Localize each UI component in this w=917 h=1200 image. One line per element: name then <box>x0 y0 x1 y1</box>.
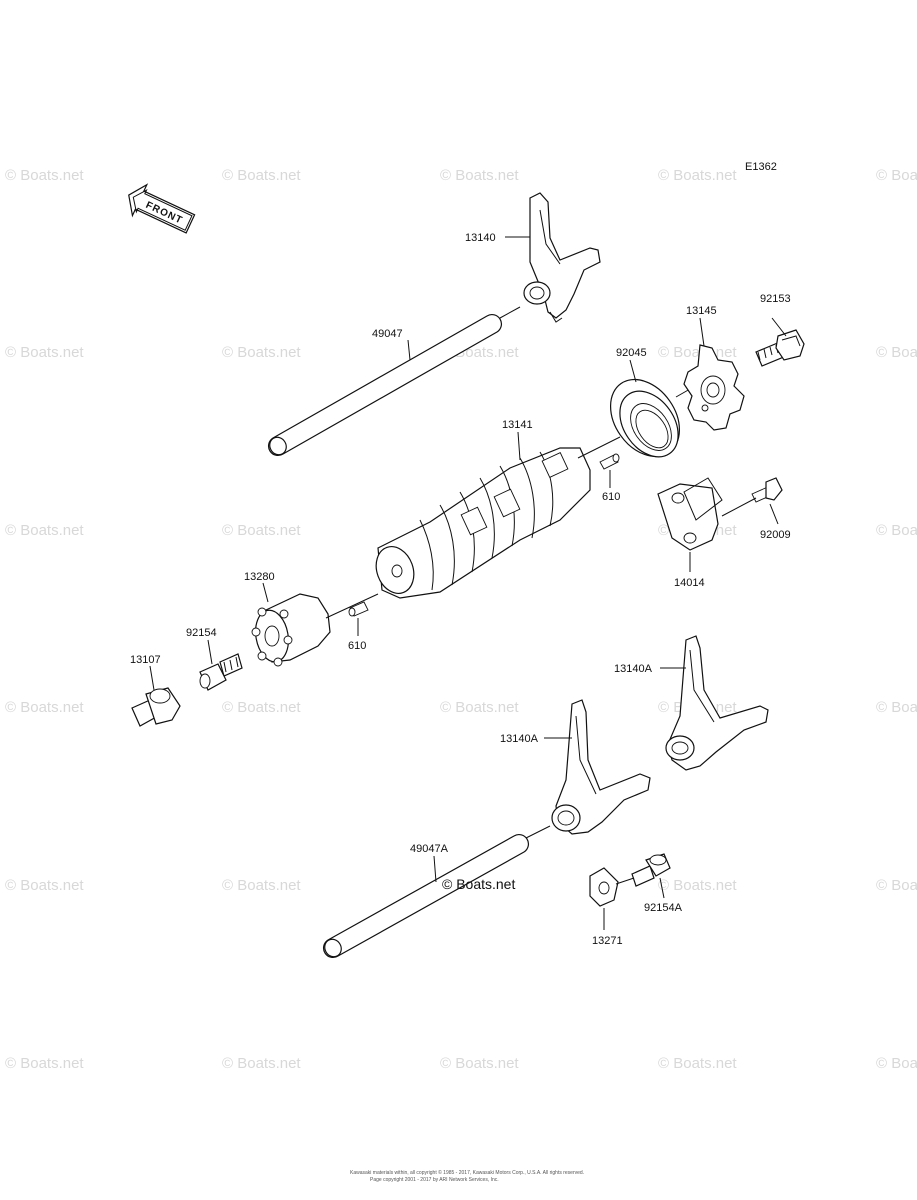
watermark: © Boats.net <box>5 877 84 894</box>
shift-fork-13140A-right <box>665 635 769 771</box>
watermark: © Boats.net <box>222 1055 301 1072</box>
part-label-610-b: 610 <box>348 640 366 652</box>
screw-92009 <box>751 477 783 503</box>
watermark: © Boats.net <box>658 877 737 894</box>
leader-line <box>683 477 723 521</box>
footer-copyright: Page copyright 2001 - 2017 by ARI Networ… <box>370 1177 499 1183</box>
part-label-92154: 92154 <box>186 627 217 639</box>
leader-line <box>433 855 437 883</box>
leader-line <box>699 317 705 347</box>
leader-line <box>721 497 757 517</box>
shift-rod-49047 <box>267 313 503 457</box>
part-label-13271: 13271 <box>592 935 623 947</box>
leader-line <box>615 877 635 885</box>
part-label-14014: 14014 <box>674 577 705 589</box>
watermark: © Boats.net <box>658 167 737 184</box>
part-label-610-a: 610 <box>602 491 620 503</box>
watermark: © Boats.net <box>440 167 519 184</box>
front-arrow-icon: FRONT <box>128 183 196 234</box>
dowel-pin-610-a <box>599 453 620 470</box>
shift-fork-13140A-left <box>551 699 651 835</box>
shift-cam-13145 <box>683 344 745 431</box>
part-label-49047A: 49047A <box>410 843 449 855</box>
part-label-13145: 13145 <box>686 305 717 317</box>
watermark: © Boats.net <box>658 344 737 361</box>
diagram-code: E1362 <box>745 161 777 173</box>
leader-line <box>517 431 521 461</box>
watermark: © Boats.net <box>5 1055 84 1072</box>
bearing-92045 <box>609 378 681 458</box>
leader-line <box>771 317 787 337</box>
part-label-92009: 92009 <box>760 529 791 541</box>
watermark: © Boats.net <box>658 1055 737 1072</box>
watermark: © Boats.net <box>222 699 301 716</box>
watermark: © Boats.net <box>876 522 917 539</box>
watermark: © Boats.net <box>876 1055 917 1072</box>
leader-line <box>407 339 411 361</box>
dowel-pin-610-b <box>348 601 369 617</box>
leader-line <box>499 306 521 319</box>
watermark: © Boats.net <box>222 522 301 539</box>
plate-14014 <box>657 483 719 551</box>
leader-line <box>325 593 379 619</box>
watermark: © Boats.net <box>222 877 301 894</box>
part-label-13140: 13140 <box>465 232 496 244</box>
drum-gear-13280 <box>251 593 331 667</box>
shift-rod-49047A <box>322 833 530 959</box>
part-label-13141: 13141 <box>502 419 533 431</box>
part-label-92154A: 92154A <box>644 902 683 914</box>
part-label-13280: 13280 <box>244 571 275 583</box>
watermark: © Boats.net <box>5 522 84 539</box>
watermark: © Boats.net <box>440 699 519 716</box>
footer-copyright: Kawasaki materials within, all copyright… <box>350 1169 584 1176</box>
watermark: © Boats.net <box>5 699 84 716</box>
center-watermark: © Boats.net <box>442 876 515 892</box>
shift-fork-13140 <box>523 192 601 323</box>
bolt-92154 <box>199 653 243 691</box>
leader-line <box>769 503 779 525</box>
watermark: © Boats.net <box>5 167 84 184</box>
leader-line <box>149 665 155 691</box>
watermark: © Boats.net <box>876 699 917 716</box>
leader-line <box>207 639 213 665</box>
bolt-92154A <box>631 853 671 887</box>
part-label-13140A-left: 13140A <box>500 733 539 745</box>
bolt-92153 <box>755 329 805 367</box>
watermark: © Boats.net <box>876 344 917 361</box>
watermark: © Boats.net <box>876 167 917 184</box>
plate-13271 <box>589 867 619 907</box>
watermark: © Boats.net <box>876 877 917 894</box>
part-label-92045: 92045 <box>616 347 647 359</box>
part-label-13140A-right: 13140A <box>614 663 653 675</box>
watermark: © Boats.net <box>5 344 84 361</box>
part-label-92153: 92153 <box>760 293 791 305</box>
leader-line <box>525 825 551 839</box>
shift-drum-13141 <box>375 447 591 599</box>
watermark: © Boats.net <box>222 344 301 361</box>
leader-line <box>629 359 637 383</box>
part-label-13107: 13107 <box>130 654 161 666</box>
leader-line <box>577 436 621 459</box>
leader-line <box>659 877 665 899</box>
watermark: © Boats.net <box>222 167 301 184</box>
watermark: © Boats.net <box>440 1055 519 1072</box>
switch-13107 <box>131 687 181 727</box>
leader-line <box>262 582 269 603</box>
part-label-49047: 49047 <box>372 328 403 340</box>
